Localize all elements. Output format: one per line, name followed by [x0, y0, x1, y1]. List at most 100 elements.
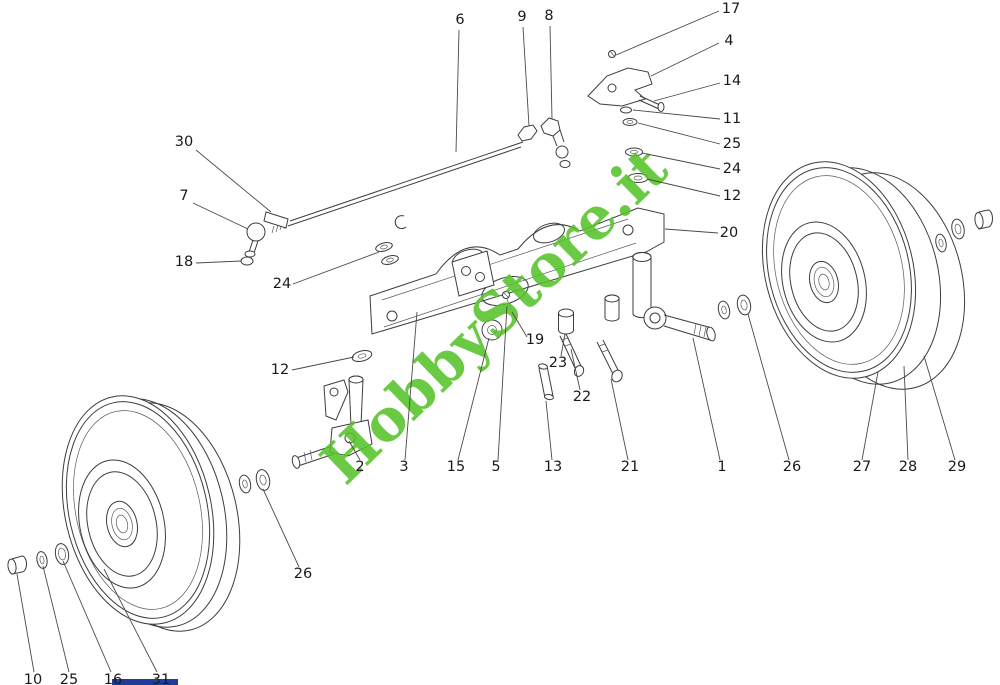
callout-label-1: 1	[717, 459, 726, 475]
callout-leader-18	[195, 260, 242, 264]
callout-label-24: 24	[273, 276, 291, 292]
callout-leader-6	[455, 29, 460, 153]
callout-leader-8	[549, 25, 553, 120]
callout-leader-17	[615, 10, 720, 56]
pin-14	[639, 95, 661, 106]
callout-leader-1	[692, 337, 721, 461]
washer-26-left-a	[238, 474, 252, 494]
callout-leader-25	[637, 122, 721, 145]
callout-label-12: 12	[271, 362, 289, 378]
left-wheel-assembly	[61, 395, 241, 632]
callout-label-22: 22	[573, 389, 591, 405]
callout-leader-24	[292, 251, 380, 285]
callout-leader-10	[16, 573, 35, 673]
callout-label-31: 31	[152, 672, 170, 685]
fitting-9	[517, 124, 538, 142]
callout-label-18: 18	[175, 254, 193, 270]
tie-rod-end-30	[263, 211, 289, 229]
washer-26b	[736, 294, 752, 316]
ring-15	[481, 319, 503, 341]
callout-label-8: 8	[544, 8, 553, 24]
washer-stack-right	[622, 118, 649, 183]
callout-label-30: 30	[175, 134, 193, 150]
callout-leader-11	[632, 109, 721, 120]
callout-leader-9	[522, 26, 530, 127]
callout-label-17: 17	[722, 1, 740, 17]
callout-label-28: 28	[899, 459, 917, 475]
callout-leader-27	[861, 371, 879, 461]
spacer	[604, 294, 620, 322]
ball-joint-7	[246, 222, 266, 242]
callout-leader-30	[195, 149, 272, 213]
callout-label-21: 21	[621, 459, 639, 475]
callout-label-15: 15	[447, 459, 465, 475]
callout-leader-25	[42, 565, 70, 673]
washer-right-a	[935, 233, 947, 253]
callout-label-19: 19	[526, 332, 544, 348]
callout-leader-24	[641, 152, 721, 170]
bolt-22	[559, 335, 576, 369]
callout-leader-12	[646, 178, 721, 197]
washer-25-left	[36, 551, 48, 569]
callout-label-25: 25	[60, 672, 78, 685]
callout-label-27: 27	[853, 459, 871, 475]
washer-12	[627, 173, 649, 183]
callout-leader-5	[497, 305, 508, 461]
axle-shaft-1	[663, 314, 713, 329]
callout-label-24: 24	[723, 161, 741, 177]
washer-24-left	[375, 242, 393, 252]
callout-label-16: 16	[104, 672, 122, 685]
callout-leader-16	[62, 560, 112, 673]
callout-leader-13	[545, 400, 553, 461]
callout-label-23: 23	[549, 355, 567, 371]
steering-bracket	[587, 50, 665, 114]
callout-leader-26	[262, 488, 300, 568]
callout-leader-23	[560, 333, 566, 357]
hub-hardware-right	[935, 209, 993, 253]
callout-leader-21	[610, 378, 629, 461]
washer-24-left-b	[381, 255, 399, 265]
callout-label-3: 3	[399, 459, 408, 475]
washer-25	[622, 118, 638, 126]
callout-leader-12	[291, 356, 355, 371]
callout-label-29: 29	[948, 459, 966, 475]
hardware-center	[351, 215, 623, 401]
axle-beam	[369, 207, 665, 335]
spindle-left	[291, 375, 373, 469]
callout-leader-3	[404, 311, 418, 461]
callout-leader-19	[511, 311, 528, 338]
callout-leader-26	[747, 313, 790, 461]
nut-18	[240, 256, 254, 266]
e-clip	[394, 215, 407, 230]
spindle-right	[604, 251, 752, 342]
callout-leader-29	[923, 355, 956, 461]
callout-label-4: 4	[724, 33, 733, 49]
callout-leader-7	[192, 202, 249, 230]
tie-rod-assembly	[240, 117, 571, 266]
callout-label-20: 20	[720, 225, 738, 241]
callout-leader-14	[653, 82, 721, 102]
callout-label-6: 6	[455, 12, 464, 28]
callout-label-26: 26	[783, 459, 801, 475]
pin-13	[538, 367, 546, 399]
bolt-21	[596, 341, 614, 375]
pin-11	[620, 106, 632, 114]
bushing-23	[558, 312, 574, 335]
callout-leader-15	[457, 337, 490, 461]
callout-label-14: 14	[723, 73, 741, 89]
callout-label-2: 2	[355, 459, 364, 475]
callout-label-12: 12	[723, 188, 741, 204]
callout-label-9: 9	[517, 9, 526, 25]
callout-label-26: 26	[294, 566, 312, 582]
callout-label-25: 25	[723, 136, 741, 152]
washer-right-b	[951, 218, 965, 240]
callout-leader-28	[903, 365, 909, 461]
elbow-8	[540, 117, 561, 137]
callout-label-11: 11	[723, 111, 741, 127]
callout-leader-2	[348, 440, 361, 461]
callout-leader-31	[103, 568, 158, 673]
footer-logo-bar	[112, 679, 178, 685]
callout-label-7: 7	[179, 188, 188, 204]
